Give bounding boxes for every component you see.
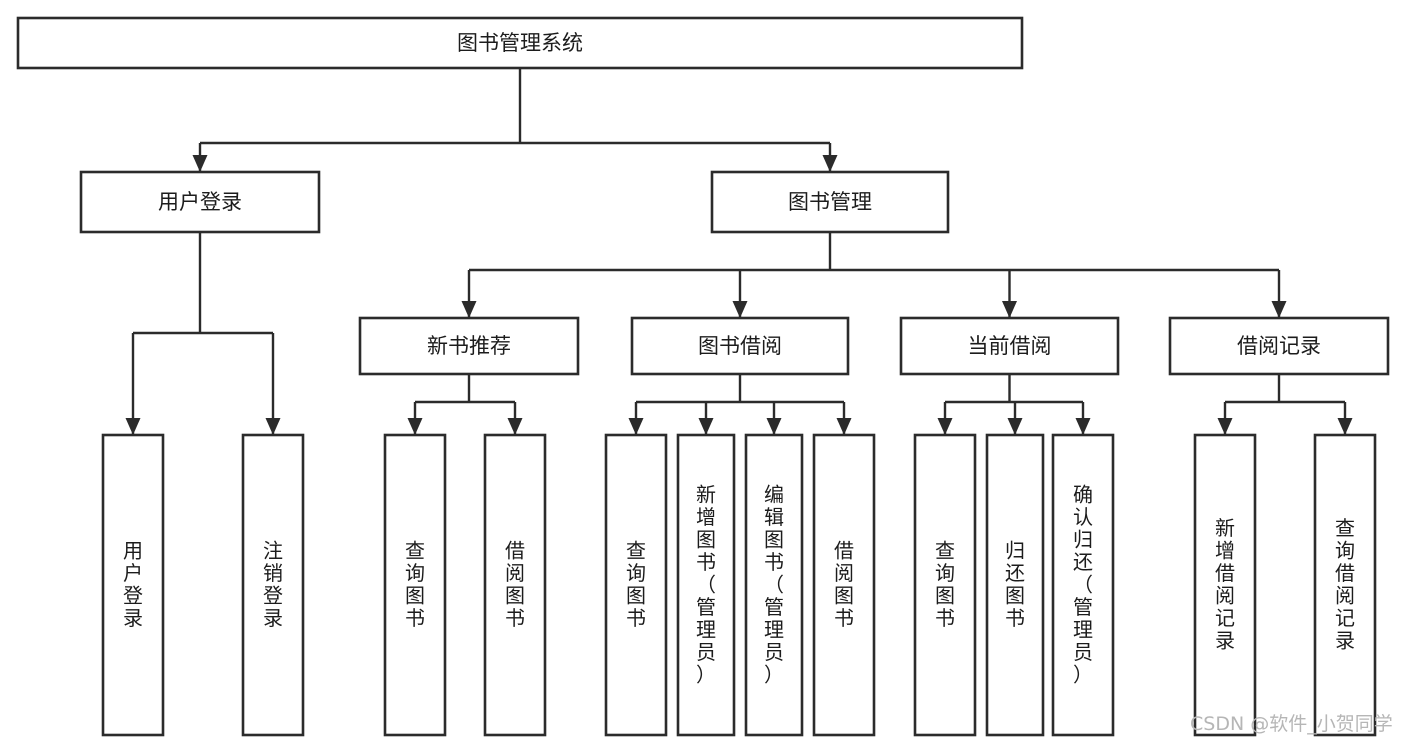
- node-layer: 图书管理系统用户登录图书管理新书推荐图书借阅当前借阅借阅记录用户登录注销登录查询…: [16, 16, 1390, 737]
- node-label: 借阅图书: [834, 539, 854, 631]
- arrow-head-icon: [732, 301, 748, 318]
- node-box: [812, 433, 876, 737]
- connector-group-current-bus: [937, 374, 1091, 435]
- node-leaf-query-record[interactable]: 查询借阅记录: [1313, 433, 1377, 737]
- arrow-head-icon: [1002, 301, 1017, 318]
- node-label: 查询借阅记录: [1335, 516, 1355, 653]
- arrow-head-icon: [507, 418, 523, 435]
- node-box: [383, 433, 447, 737]
- node-label: 用户登录: [123, 539, 143, 631]
- node-label: 新增借阅记录: [1215, 516, 1235, 653]
- node-box: [1051, 433, 1115, 737]
- arrow-head-icon: [1007, 418, 1023, 435]
- node-leaf-edit-book[interactable]: 编辑图书（管理员）: [744, 433, 804, 737]
- node-label: 用户登录: [158, 190, 242, 214]
- connector-group-recommend-bus: [407, 374, 523, 435]
- node-box: [710, 170, 950, 234]
- arrow-head-icon: [192, 155, 208, 172]
- node-box: [358, 316, 580, 376]
- node-box: [1313, 433, 1377, 737]
- node-label: 编辑图书（管理员）: [764, 482, 784, 686]
- node-label: 借阅图书: [505, 539, 525, 631]
- connector-group-borrow-bus: [628, 374, 852, 435]
- connector-group-root-bus: [192, 68, 838, 172]
- node-box: [604, 433, 668, 737]
- node-leaf-return-book[interactable]: 归还图书: [985, 433, 1045, 737]
- arrow-head-icon: [1337, 418, 1353, 435]
- node-box: [1168, 316, 1390, 376]
- node-leaf-borrow-book[interactable]: 借阅图书: [812, 433, 876, 737]
- node-label: 查询图书: [935, 539, 955, 631]
- node-label: 新增图书（管理员）: [696, 482, 716, 686]
- node-label: 图书借阅: [698, 334, 782, 358]
- node-box: [913, 433, 977, 737]
- node-user-login[interactable]: 用户登录: [79, 170, 321, 234]
- node-box: [985, 433, 1045, 737]
- node-new-book-recommend[interactable]: 新书推荐: [358, 316, 580, 376]
- connector-group-userlogin-bus: [125, 232, 281, 435]
- node-root[interactable]: 图书管理系统: [16, 16, 1024, 70]
- node-box: [483, 433, 547, 737]
- arrow-head-icon: [125, 418, 141, 435]
- node-leaf-user-login[interactable]: 用户登录: [101, 433, 165, 737]
- node-box: [1193, 433, 1257, 737]
- node-label: 当前借阅: [968, 334, 1052, 358]
- node-box: [241, 433, 305, 737]
- node-current-borrow[interactable]: 当前借阅: [899, 316, 1120, 376]
- node-leaf-logout[interactable]: 注销登录: [241, 433, 305, 737]
- node-label: 借阅记录: [1237, 334, 1321, 358]
- connector-group-record-bus: [1217, 374, 1353, 435]
- node-label: 新书推荐: [427, 334, 511, 358]
- arrow-head-icon: [461, 301, 477, 318]
- node-leaf-query-book-rec[interactable]: 查询图书: [383, 433, 447, 737]
- arrow-head-icon: [1217, 418, 1233, 435]
- node-label: 图书管理系统: [457, 31, 583, 55]
- node-label: 注销登录: [263, 539, 283, 631]
- node-label: 查询图书: [626, 539, 646, 631]
- arrow-head-icon: [1271, 301, 1287, 318]
- arrow-head-icon: [265, 418, 281, 435]
- arrow-head-icon: [836, 418, 852, 435]
- node-book-management[interactable]: 图书管理: [710, 170, 950, 234]
- node-box: [676, 433, 736, 737]
- node-leaf-borrow-book-rec[interactable]: 借阅图书: [483, 433, 547, 737]
- connector-layer: [125, 68, 1353, 435]
- node-borrow-record[interactable]: 借阅记录: [1168, 316, 1390, 376]
- watermark-label: CSDN @软件_小贺同学: [1190, 713, 1393, 735]
- node-leaf-query-book-borrow[interactable]: 查询图书: [604, 433, 668, 737]
- node-leaf-confirm-return[interactable]: 确认归还（管理员）: [1051, 433, 1115, 737]
- connector-group-bookmgmt-bus: [461, 232, 1287, 318]
- arrow-head-icon: [628, 418, 644, 435]
- node-box: [79, 170, 321, 234]
- arrow-head-icon: [822, 155, 838, 172]
- node-box: [899, 316, 1120, 376]
- node-box: [744, 433, 804, 737]
- node-leaf-add-book[interactable]: 新增图书（管理员）: [676, 433, 736, 737]
- node-label: 图书管理: [788, 190, 872, 214]
- node-label: 确认归还（管理员）: [1073, 482, 1093, 686]
- node-box: [630, 316, 850, 376]
- node-label: 归还图书: [1005, 539, 1025, 631]
- node-leaf-add-record[interactable]: 新增借阅记录: [1193, 433, 1257, 737]
- arrow-head-icon: [1075, 418, 1091, 435]
- node-box: [101, 433, 165, 737]
- arrow-head-icon: [407, 418, 423, 435]
- arrow-head-icon: [698, 418, 714, 435]
- arrow-head-icon: [766, 418, 782, 435]
- node-box: [16, 16, 1024, 70]
- node-leaf-query-book-current[interactable]: 查询图书: [913, 433, 977, 737]
- node-label: 查询图书: [405, 539, 425, 631]
- arrow-head-icon: [937, 418, 953, 435]
- node-book-borrow[interactable]: 图书借阅: [630, 316, 850, 376]
